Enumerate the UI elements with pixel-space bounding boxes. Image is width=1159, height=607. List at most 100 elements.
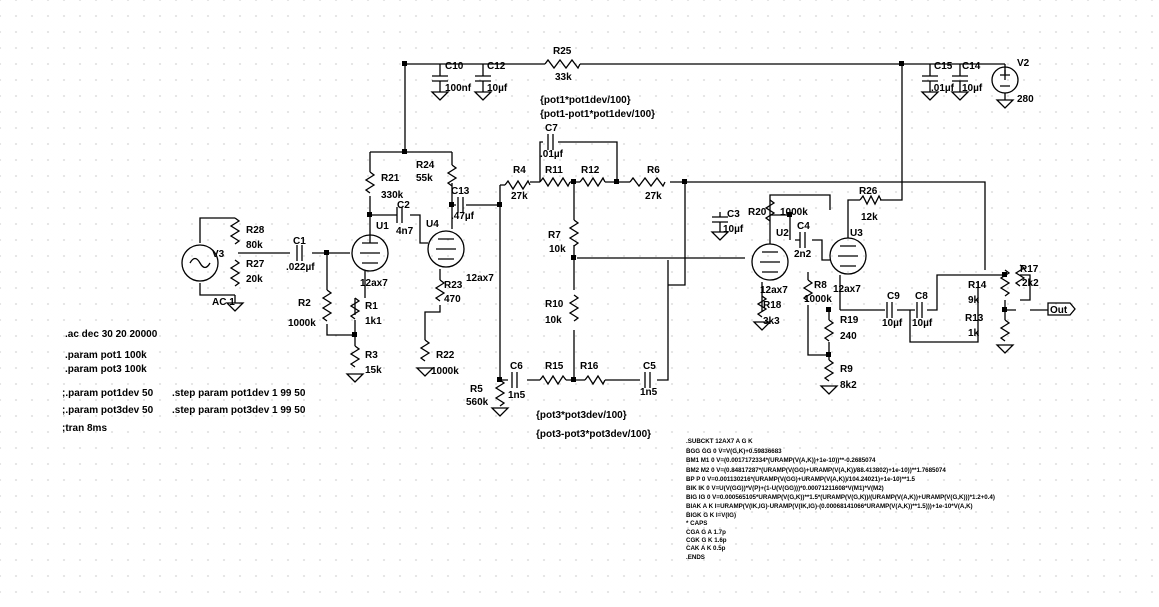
ref-r7: R7	[548, 230, 561, 241]
expr-pot3-b: {pot3-pot3*pot3dev/100}	[536, 429, 651, 440]
resistor-r9	[823, 359, 835, 382]
value-r28: 80k	[246, 240, 263, 251]
value-r14: 9k	[968, 295, 980, 306]
ref-c10: C10	[445, 61, 464, 72]
value-r5: 560k	[466, 397, 489, 408]
source-symbols	[181, 66, 1019, 282]
ref-r12: R12	[581, 165, 600, 176]
resistor-r4	[504, 179, 531, 191]
value-r19: 240	[840, 331, 857, 342]
resistor-r13	[999, 319, 1011, 342]
value-c1: .022µf	[286, 262, 315, 273]
ref-r9: R9	[840, 364, 853, 375]
resistor-r19	[823, 319, 835, 342]
directive-ac: .ac dec 30 20 20000	[65, 329, 158, 340]
ref-c12: C12	[487, 61, 506, 72]
value-r22: 1000k	[431, 366, 459, 377]
resistor-r21	[364, 171, 376, 194]
value-c7: .01µf	[540, 149, 564, 160]
ref-r23: R23	[444, 280, 463, 291]
value-r4: 27k	[511, 191, 528, 202]
ref-r3: R3	[365, 350, 378, 361]
resistor-r25	[544, 58, 581, 70]
ref-c14: C14	[962, 61, 981, 72]
capacitor-c4	[799, 232, 806, 248]
capacitor-c6	[511, 372, 518, 388]
resistor-r15	[539, 374, 567, 386]
ref-c15: C15	[934, 61, 953, 72]
ref-r10: R10	[545, 299, 564, 310]
value-u3: 12ax7	[833, 284, 861, 295]
resistor-r7	[568, 219, 580, 247]
net-label-out[interactable]: Out	[1047, 302, 1076, 316]
voltage-source-v2	[991, 66, 1019, 100]
resistor-r26	[859, 194, 882, 206]
capacitor-c9	[886, 302, 893, 318]
value-c4: 2n2	[794, 249, 812, 260]
directive-step-pot3dev: .step param pot3dev 1 99 50	[172, 405, 306, 416]
value-c2: 4n7	[396, 226, 414, 237]
resistor-symbols	[229, 58, 1026, 407]
ref-v3: V3	[212, 249, 225, 260]
ref-r28: R28	[246, 225, 265, 236]
spice-directives[interactable]: .ac dec 30 20 20000 .param pot1 100k .pa…	[62, 329, 306, 434]
value-c14: 10µf	[962, 83, 983, 94]
value-v2: 280	[1017, 94, 1034, 105]
value-r10: 10k	[545, 315, 562, 326]
directive-tran: ;tran 8ms	[62, 423, 107, 434]
value-r13: 1k	[968, 328, 980, 339]
resistor-r10	[568, 294, 580, 322]
subckt-line: BIK IK 0 V=U(V(GG))*V(P)+(1-U(V(GG)))*0.…	[686, 485, 884, 492]
value-r2: 1000k	[288, 318, 316, 329]
resistor-r12	[579, 176, 606, 188]
ref-c5: C5	[643, 361, 656, 372]
resistor-r22	[419, 339, 431, 362]
value-c13: .47µf	[451, 211, 475, 222]
tube-symbols	[351, 223, 867, 281]
ref-r13: R13	[965, 313, 984, 324]
component-labels: C10 100nf C12 10µf R25 33k C15 .01µf C14…	[212, 46, 1039, 440]
ref-u1: U1	[376, 221, 389, 232]
subckt-line: .ENDS	[686, 554, 705, 561]
resistor-r3	[349, 345, 361, 368]
capacitor-c15	[922, 75, 938, 92]
ref-r18: R18	[763, 300, 782, 311]
capacitor-c1	[296, 245, 303, 261]
capacitor-c7	[547, 134, 554, 150]
value-c8: 10µf	[912, 318, 933, 329]
ref-r4: R4	[513, 165, 526, 176]
resistor-r11	[539, 176, 571, 188]
resistor-r6	[629, 176, 666, 188]
subckt-line: .SUBCKT 12AX7 A G K	[686, 438, 753, 445]
value-r17: 2k2	[1022, 278, 1039, 289]
directive-param-pot1dev: ;.param pot1dev 50	[62, 388, 154, 399]
ref-c13: C13	[451, 186, 470, 197]
ref-r17: R17	[1020, 264, 1039, 275]
ref-r2: R2	[298, 298, 311, 309]
resistor-r16	[584, 374, 606, 386]
value-r7: 10k	[549, 244, 566, 255]
subckt-line: CGA G A 1.7p	[686, 529, 726, 536]
resistor-r20	[764, 199, 776, 222]
ref-r20: R20	[748, 207, 767, 218]
subckt-line: BM1 M1 0 V=(0.0017172334*(URAMP(V(A,K))+…	[686, 457, 876, 464]
ref-r15: R15	[545, 361, 564, 372]
capacitor-c14	[952, 75, 968, 92]
resistor-r5	[494, 379, 506, 407]
tube-u2	[751, 228, 789, 281]
value-c9: 10µf	[882, 318, 903, 329]
ref-u2: U2	[776, 228, 789, 239]
ref-r5: R5	[470, 384, 483, 395]
value-r9: 8k2	[840, 380, 857, 391]
resistor-r1	[349, 297, 361, 320]
ref-v2: V2	[1017, 58, 1030, 69]
ref-r1: R1	[365, 301, 378, 312]
directive-step-pot1dev: .step param pot1dev 1 99 50	[172, 388, 306, 399]
subckt-line: BIAK A K I=URAMP(V(IK,IG)-URAMP(V(IK,IG)…	[686, 503, 973, 510]
ref-r8: R8	[814, 280, 827, 291]
subckt-model-text[interactable]: .SUBCKT 12AX7 A G K BGG GG 0 V=V(G,K)+0.…	[686, 438, 995, 561]
tube-u4	[427, 230, 465, 268]
tube-u3	[829, 223, 867, 275]
